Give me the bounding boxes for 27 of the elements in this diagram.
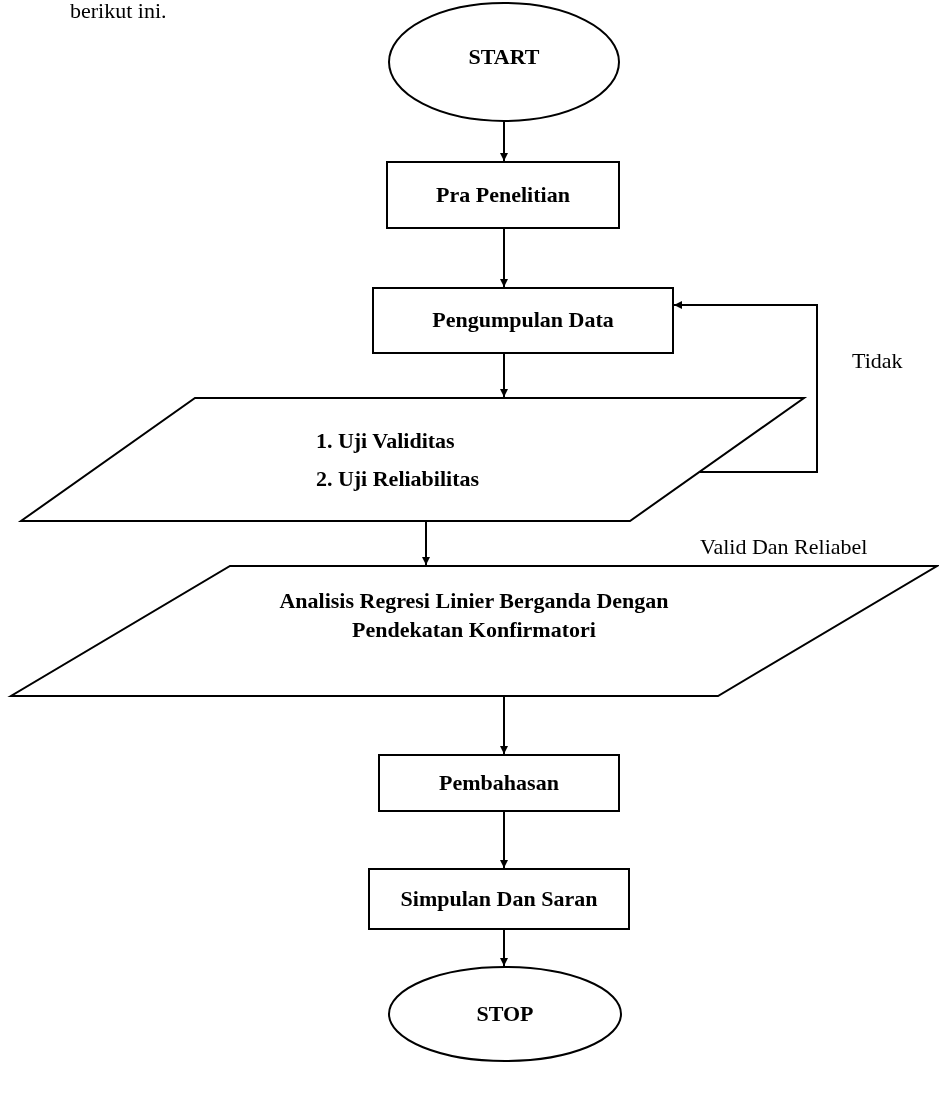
arrow [500, 929, 508, 967]
node-label: Pengumpulan Data [432, 306, 614, 335]
node-label: 2. Uji Reliabilitas [315, 464, 480, 493]
arrow [500, 353, 508, 398]
node-label: Simpulan Dan Saran [400, 884, 598, 913]
process-box [368, 868, 630, 930]
stop-terminal [388, 966, 622, 1062]
arrow [500, 696, 508, 755]
arrow [500, 121, 508, 162]
start-terminal [388, 2, 620, 122]
node-label: START [468, 42, 540, 71]
arrow [673, 301, 818, 473]
input-output-parallelogram [20, 397, 805, 522]
body-text: Valid Dan Reliabel [699, 536, 869, 558]
node-label: Analisis Regresi Linier Berganda Dengan Pendekatan Konfirmatori [278, 587, 670, 644]
body-text: berikut ini. [69, 0, 168, 22]
process-box [386, 161, 620, 229]
node-label: Pembahasan [439, 768, 559, 797]
arrow [422, 521, 430, 566]
process-box [372, 287, 674, 354]
input-output-parallelogram [10, 565, 938, 697]
arrow [500, 811, 508, 869]
arrow [500, 228, 508, 288]
process-box [378, 754, 620, 812]
node-label: 1. Uji Validitas [315, 427, 455, 456]
node-label: Pra Penelitian [436, 180, 570, 209]
node-label: STOP [476, 999, 534, 1028]
